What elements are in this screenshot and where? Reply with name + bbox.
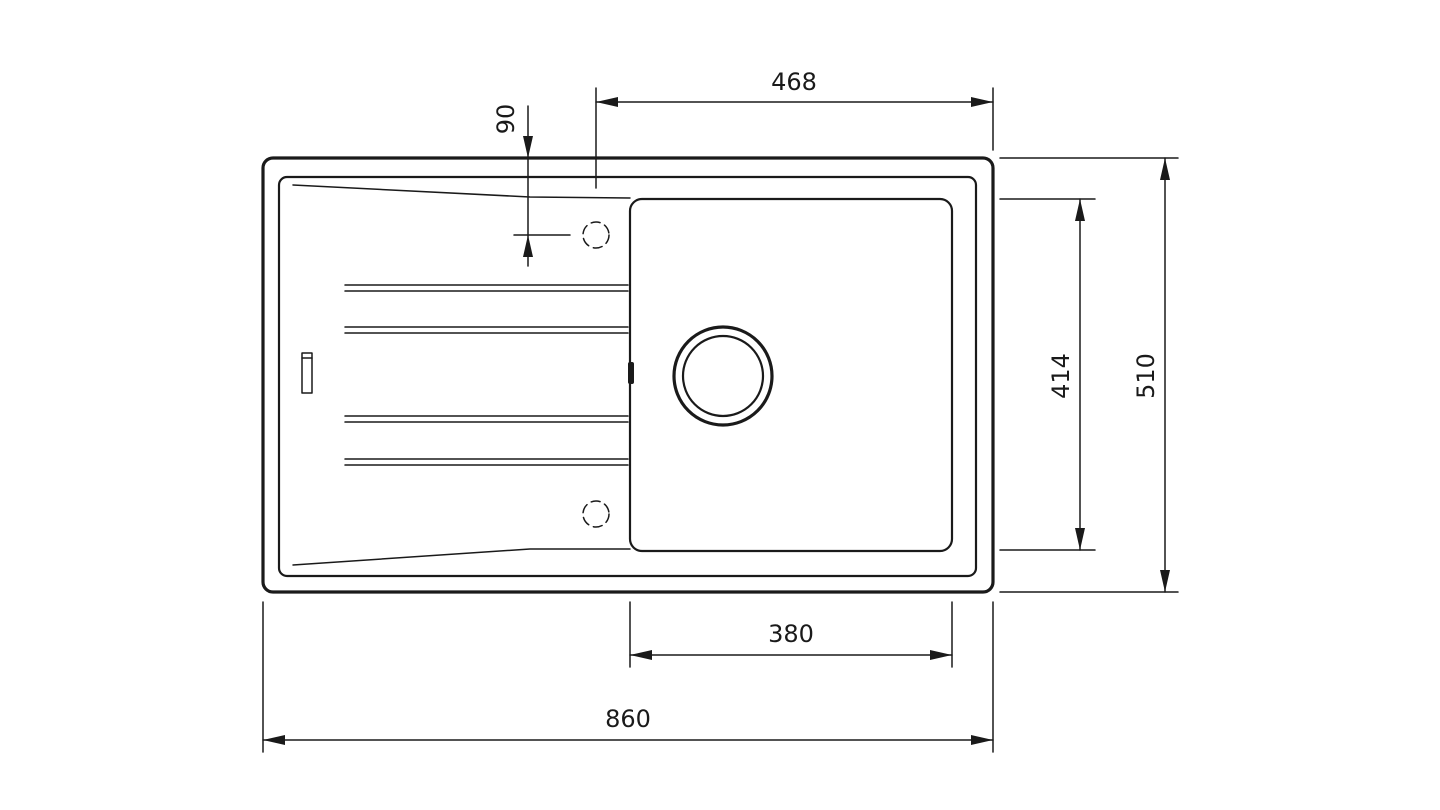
drain-outer-ring xyxy=(672,325,774,427)
dimension-label-510: 510 xyxy=(1132,353,1160,399)
drainer-top-slope xyxy=(292,184,631,199)
dimension-510: 510 xyxy=(999,157,1179,593)
arrow-head xyxy=(971,97,993,107)
tap-hole-top xyxy=(582,221,610,249)
drainer-area xyxy=(292,184,631,566)
arrow-head xyxy=(596,97,618,107)
dimension-468: 468 xyxy=(595,68,994,189)
dimension-label-468: 468 xyxy=(771,68,817,96)
dimension-label-90: 90 xyxy=(492,104,520,135)
dimension-label-380: 380 xyxy=(768,620,814,648)
arrow-head xyxy=(1160,570,1170,592)
sink-outline xyxy=(261,156,995,594)
sink-outer-edge xyxy=(261,156,995,594)
arrow-head xyxy=(630,650,652,660)
dimension-860: 860 xyxy=(262,601,994,753)
sink-inner-rim xyxy=(277,175,978,578)
drainer-grooves xyxy=(344,284,629,466)
dimension-414: 414 xyxy=(999,198,1096,551)
dimension-label-414: 414 xyxy=(1047,353,1075,399)
arrow-head xyxy=(523,136,533,158)
arrow-head xyxy=(1075,199,1085,221)
dimension-380: 380 xyxy=(629,601,953,668)
drainer-bottom-slope xyxy=(292,548,631,566)
tap-hole-bottom xyxy=(582,500,610,528)
arrow-head xyxy=(1160,158,1170,180)
dimension-90: 90 xyxy=(492,104,571,267)
arrow-head xyxy=(971,735,993,745)
dimension-label-860: 860 xyxy=(605,705,651,733)
drain-inner-ring xyxy=(681,334,765,418)
arrow-head xyxy=(263,735,285,745)
arrow-head xyxy=(1075,528,1085,550)
arrow-head xyxy=(930,650,952,660)
arrow-head xyxy=(523,235,533,257)
bowl-outline xyxy=(628,197,954,553)
sink-bowl xyxy=(628,197,954,553)
bowl-overflow-mark xyxy=(628,362,634,384)
overflow-slot xyxy=(301,352,313,394)
tap-holes xyxy=(582,221,610,528)
